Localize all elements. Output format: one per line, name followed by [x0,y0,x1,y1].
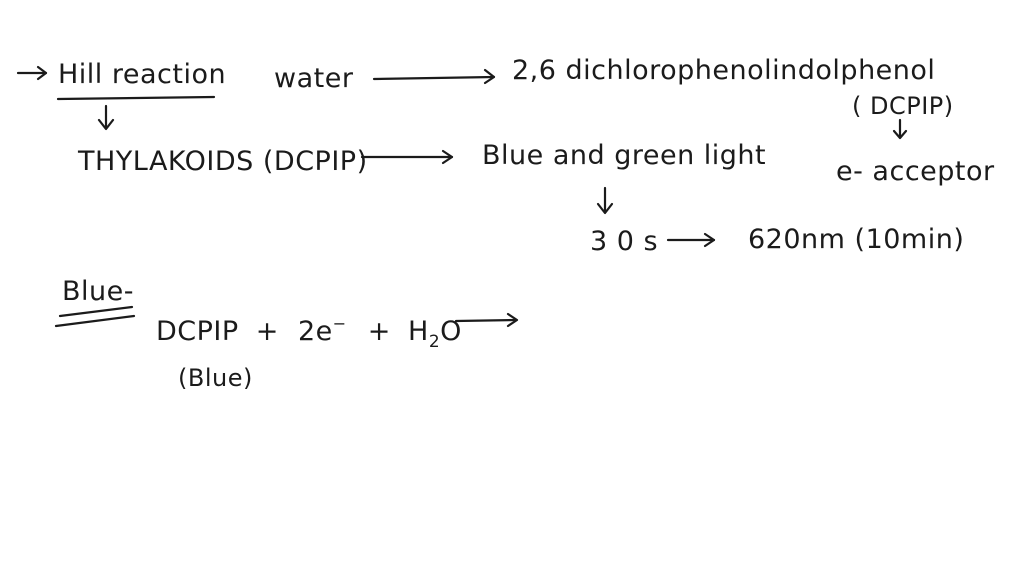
arrow-right-icon [372,68,496,85]
equation-hydrogen-subscript: 2 [428,332,441,352]
hill-reaction-label: Hill reaction [58,59,227,90]
equation-electrons: 2e [297,316,333,347]
equation-plus: + [367,316,391,347]
equation-hydrogen: H [408,316,429,347]
arrow-down-icon [596,186,614,215]
arrow-right-icon [360,149,454,165]
arrow-down-icon [892,118,908,140]
arrow-right-icon [666,232,716,248]
blue-green-light-label: Blue and green light [482,140,767,171]
hill-reaction-underline [56,95,216,101]
wavelength-label: 620nm (10min) [748,224,965,255]
heading-double-underline [54,305,136,328]
dcpip-full-name: 2,6 dichlorophenolindolphenol [512,55,936,86]
e-acceptor-label: e- acceptor [836,156,995,187]
equation-oxygen: O [440,316,462,347]
equation-dcpip: DCPIP [156,316,239,347]
water-label: water [274,63,354,94]
equation: DCPIP + 2e− + H2O [156,316,462,351]
section-heading: Blue- [62,276,134,307]
arrow-right-icon [454,312,519,328]
equation-electron-charge: − [332,314,347,333]
dcpip-abbrev: ( DCPIP) [852,92,954,120]
arrow-right-icon [16,65,48,81]
time-label: 3 0 s [590,226,659,257]
thylakoids-label: THYLAKOIDS (DCPIP) [78,146,368,177]
equation-plus: + [255,316,279,347]
blue-label: (Blue) [178,364,253,392]
arrow-down-icon [97,104,115,131]
